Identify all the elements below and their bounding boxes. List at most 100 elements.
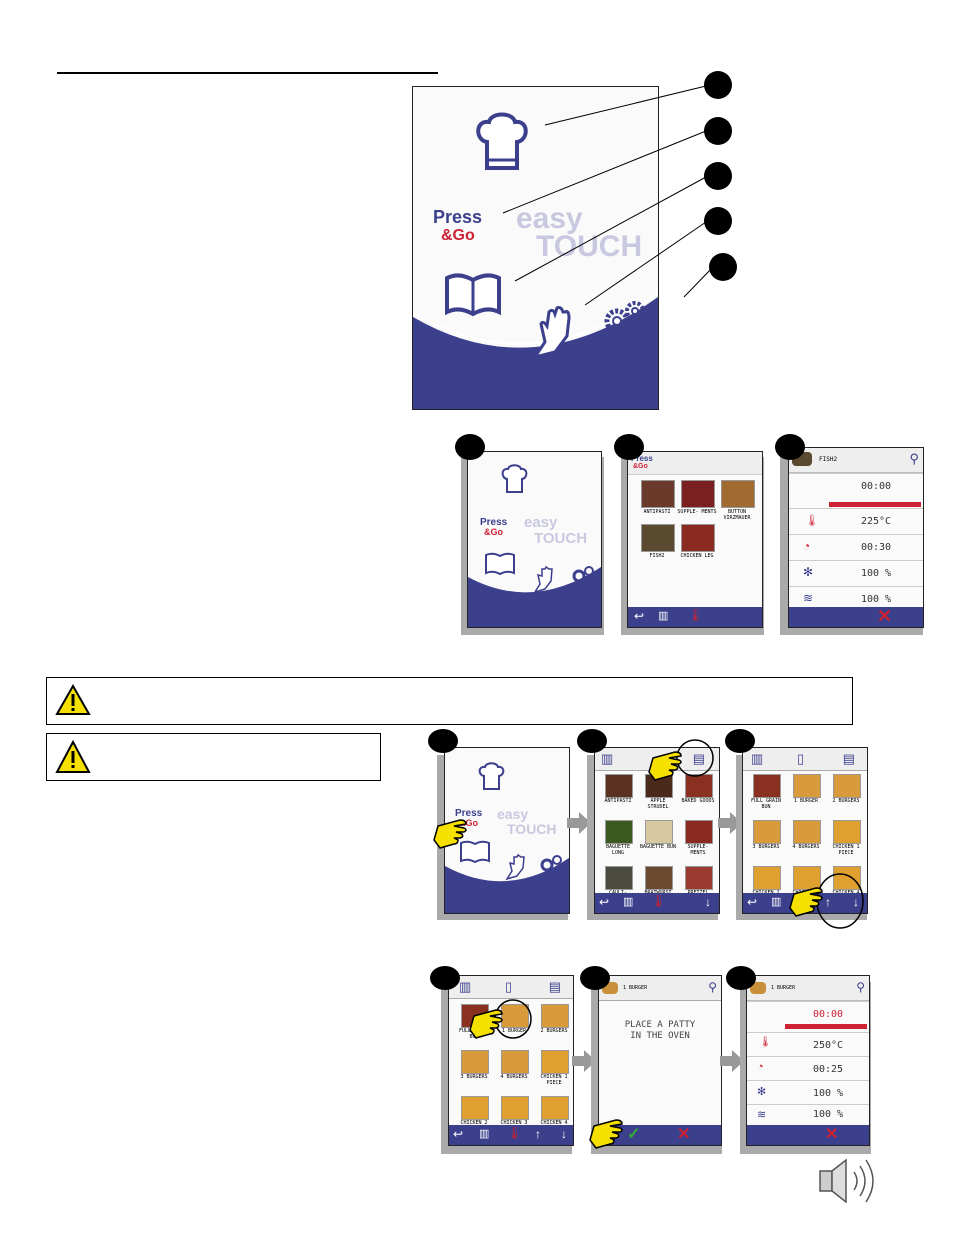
- press-label[interactable]: Press: [480, 517, 508, 528]
- back-icon[interactable]: ↩: [599, 895, 610, 909]
- tab-list-icon[interactable]: ▤: [548, 979, 561, 994]
- row-temp[interactable]: 🌡225°C: [789, 508, 923, 535]
- recipe-tile[interactable]: [833, 866, 861, 890]
- recipe-tile[interactable]: [793, 774, 821, 798]
- settings-gears-icon[interactable]: [571, 564, 597, 584]
- row-humidity[interactable]: ≋100 %: [789, 586, 923, 613]
- bottom-bar: ✓ ✕: [599, 1125, 721, 1145]
- scroll-down-icon[interactable]: ↓: [561, 1127, 567, 1141]
- book-icon[interactable]: ▥: [771, 896, 782, 908]
- tile-label: ANTIPASTI: [643, 509, 671, 515]
- book-icon[interactable]: ▥: [479, 1128, 490, 1140]
- manual-hand-icon[interactable]: [530, 564, 556, 594]
- tab-list-icon[interactable]: ▤: [692, 751, 705, 766]
- row-duration[interactable]: ◔00:25: [747, 1056, 869, 1081]
- recipe-tile[interactable]: [461, 1050, 489, 1074]
- cancel-icon[interactable]: ✕: [825, 1126, 839, 1143]
- recipe-tile[interactable]: [833, 774, 861, 798]
- chef-hat-icon[interactable]: [500, 464, 530, 496]
- recipe-tile[interactable]: [605, 820, 633, 844]
- manual-hand-icon[interactable]: [525, 302, 577, 362]
- tab-clipboard-icon[interactable]: ▯: [505, 979, 513, 994]
- recipe-tile[interactable]: [605, 866, 633, 890]
- tile-chicken[interactable]: [681, 524, 715, 552]
- book-icon[interactable]: ▥: [623, 896, 634, 908]
- scroll-up-icon[interactable]: ↑: [825, 895, 831, 909]
- back-icon[interactable]: ↩: [747, 895, 758, 909]
- row-temp[interactable]: 🌡250°C: [747, 1032, 869, 1057]
- book-icon[interactable]: ▥: [658, 610, 669, 622]
- recipe-tile[interactable]: [753, 774, 781, 798]
- row-fan[interactable]: ✻100 %: [789, 560, 923, 587]
- easy-label: easy: [524, 514, 558, 531]
- recipe-tile[interactable]: [685, 820, 713, 844]
- scroll-up-icon[interactable]: ↑: [535, 1127, 541, 1141]
- recipe-tile[interactable]: [541, 1004, 569, 1028]
- recipe-tile[interactable]: [645, 866, 673, 890]
- back-icon[interactable]: ↩: [453, 1127, 464, 1141]
- recipe-tile[interactable]: [645, 820, 673, 844]
- tab-book-icon[interactable]: ▥: [751, 751, 764, 766]
- thermometer-icon[interactable]: 🌡: [688, 608, 704, 622]
- tile-supplements[interactable]: [681, 480, 715, 508]
- recipe-book-icon[interactable]: [459, 840, 491, 864]
- press-label[interactable]: Press: [455, 808, 483, 819]
- row-time[interactable]: 00:00: [747, 1001, 869, 1032]
- chef-hat-icon[interactable]: [473, 112, 533, 177]
- recipe-tile[interactable]: [753, 866, 781, 890]
- row-duration[interactable]: ◔00:30: [789, 534, 923, 561]
- cancel-icon[interactable]: ✕: [677, 1126, 691, 1143]
- thermometer-icon[interactable]: 🌡: [507, 1126, 523, 1140]
- tile-label: CHICKEN LEG: [680, 553, 714, 559]
- recipe-tile[interactable]: [753, 820, 781, 844]
- recipe-tile[interactable]: [605, 774, 633, 798]
- row-humidity[interactable]: ≋100 %: [747, 1104, 869, 1126]
- recipe-tile[interactable]: [793, 820, 821, 844]
- press-label[interactable]: Press: [433, 207, 483, 227]
- back-icon[interactable]: ↩: [634, 609, 645, 623]
- recipe-tile[interactable]: [685, 774, 713, 798]
- magnify-icon[interactable]: ⚲: [856, 980, 865, 994]
- go-label[interactable]: &Go: [484, 527, 503, 537]
- settings-gears-icon[interactable]: [601, 297, 651, 337]
- recipe-tile[interactable]: [541, 1096, 569, 1120]
- tile-label: BAGUETTE BUN: [639, 844, 677, 850]
- chef-hat-icon[interactable]: [477, 762, 507, 792]
- scroll-down-icon[interactable]: ↓: [705, 895, 711, 909]
- recipe-tile[interactable]: [793, 866, 821, 890]
- tile-antipasti[interactable]: [641, 480, 675, 508]
- home-art: [445, 858, 569, 913]
- callout-4: [704, 207, 732, 235]
- recipe-book-icon[interactable]: [443, 272, 503, 317]
- row-time[interactable]: 00:00: [789, 473, 923, 508]
- manual-hand-icon[interactable]: [503, 853, 527, 881]
- tile-fish2[interactable]: [641, 524, 675, 552]
- row1-pressgo-screen: Press &Go ANTIPASTI SUPPLE- MENTS BUTTON…: [627, 451, 763, 628]
- scroll-down-icon[interactable]: ↓: [853, 895, 859, 909]
- confirm-check-icon[interactable]: ✓: [627, 1126, 641, 1143]
- tile-label: 1 BURGER: [793, 798, 819, 804]
- warning-icon: [55, 740, 91, 773]
- program-title: 1 BURGER: [623, 985, 648, 991]
- recipe-book-icon[interactable]: [484, 552, 516, 576]
- tab-clipboard-icon[interactable]: ▯: [797, 751, 805, 766]
- tab-book-icon[interactable]: ▥: [601, 751, 614, 766]
- tab-book-icon[interactable]: ▥: [459, 979, 472, 994]
- go-label[interactable]: &Go: [459, 818, 478, 828]
- recipe-tile[interactable]: [501, 1096, 529, 1120]
- go-label[interactable]: &Go: [441, 227, 475, 244]
- magnify-icon[interactable]: ⚲: [909, 451, 919, 466]
- cancel-icon[interactable]: ✕: [877, 606, 893, 626]
- settings-gears-icon[interactable]: [539, 853, 565, 873]
- recipe-tile[interactable]: [501, 1004, 529, 1028]
- recipe-tile[interactable]: [461, 1096, 489, 1120]
- recipe-tile[interactable]: [501, 1050, 529, 1074]
- tile-button[interactable]: [721, 480, 755, 508]
- row-fan[interactable]: ✻100 %: [747, 1080, 869, 1105]
- tab-list-icon[interactable]: ▤: [842, 751, 855, 766]
- thermometer-icon[interactable]: 🌡: [651, 894, 667, 908]
- recipe-tile[interactable]: [833, 820, 861, 844]
- recipe-tile[interactable]: [685, 866, 713, 890]
- magnify-icon[interactable]: ⚲: [708, 980, 717, 994]
- recipe-tile[interactable]: [541, 1050, 569, 1074]
